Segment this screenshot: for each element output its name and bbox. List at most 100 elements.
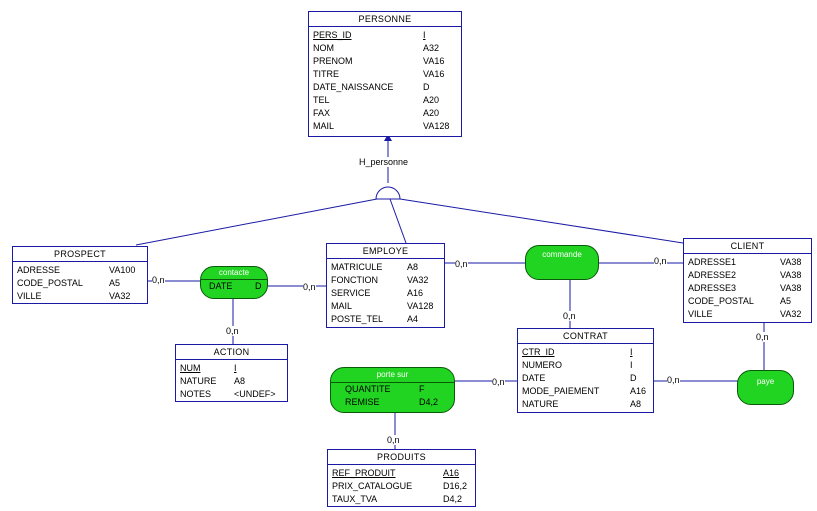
attribute-name: VILLE [688,309,713,319]
attribute-name: NUM [180,363,201,373]
attribute-row: DATE D [522,372,649,385]
cardinality-employe-commande: 0,n [455,259,468,269]
attribute-name: FONCTION [331,275,378,285]
attribute-row: CTR_ID I [522,346,649,359]
attribute-row: SERVICE A16 [331,287,440,300]
attribute-name: QUANTITE [345,384,391,394]
inheritance-label: H_personne [359,157,409,167]
inheritance-arrow [384,134,392,141]
attribute-type: F [419,384,425,394]
attribute-type: A5 [780,296,792,306]
attribute-name: DATE [522,373,546,383]
inheritance-symbol [375,186,401,200]
association-attribute-row: QUANTITE F [331,383,454,396]
attribute-type: A16 [443,468,460,478]
attribute-name: PRIX_CATALOGUE [332,481,413,491]
entity-title: EMPLOYE [327,244,444,259]
attribute-name: DATE_NAISSANCE [313,82,394,92]
association-name: commande [542,250,582,259]
attribute-type: VA38 [780,257,802,267]
cardinality-contrat-paye: 0,n [667,375,680,385]
attribute-type: VA128 [423,121,450,131]
cardinality-contrat-porte-sur: 0,n [492,377,505,387]
link-inheritance-employe [389,198,407,244]
attribute-type: A5 [109,278,121,288]
attribute-name: CODE_POSTAL [17,278,83,288]
attribute-name: PERS_ID [313,30,352,40]
attribute-type: A8 [234,376,246,386]
attribute-name: DATE [209,281,233,291]
attribute-name: NOTES [180,389,212,399]
attribute-name: CTR_ID [522,347,555,357]
association-attributes: DATE D [201,280,267,293]
attribute-row: NOTES <UNDEF> [180,388,283,401]
cardinality-client-paye: 0,n [756,332,769,342]
attribute-row: TAUX_TVA D4,2 [332,493,471,506]
attribute-name: REF_PRODUIT [332,468,396,478]
association-paye[interactable]: paye [737,370,794,405]
attribute-type: VA16 [423,56,445,66]
cardinality-produits-porte-sur: 0,n [387,435,400,445]
attribute-type: D [630,373,637,383]
association-name: porte sur [376,370,409,379]
attribute-row: REF_PRODUIT A16 [332,467,471,480]
attribute-type: D [255,281,262,291]
attribute-type: I [234,363,237,373]
attribute-name: ADRESSE3 [688,283,737,293]
attribute-name: MAIL [313,121,335,131]
attribute-name: NOM [313,43,334,53]
attribute-type: A20 [423,108,440,118]
attribute-type: <UNDEF> [234,389,276,399]
attribute-name: POSTE_TEL [331,314,384,324]
association-contacte[interactable]: contacte DATE D [200,266,268,299]
attribute-name: FAX [313,108,331,118]
attribute-name: TITRE [313,69,339,79]
association-name: contacte [218,268,250,277]
attribute-type: A16 [630,386,647,396]
attribute-row: CODE_POSTAL A5 [17,277,143,290]
attribute-type: VA32 [109,291,131,301]
link-inheritance-client [399,198,684,244]
attribute-name: TAUX_TVA [332,494,378,504]
attribute-name: SERVICE [331,288,371,298]
attribute-type: VA16 [423,69,445,79]
link-inheritance-prospect [135,198,378,246]
attribute-row: NUM I [180,362,283,375]
cardinality-action-contacte: 0,n [226,326,239,336]
attribute-name: ADRESSE [17,265,61,275]
association-commande[interactable]: commande [525,245,599,280]
entity-title: CLIENT [684,239,811,254]
entity-title: PERSONNE [309,12,461,27]
entity-title: ACTION [176,345,287,360]
attribute-type: A8 [630,399,642,409]
attribute-name: MODE_PAIEMENT [522,386,600,396]
attribute-type: D4,2 [443,494,463,504]
attribute-name: MAIL [331,301,353,311]
attribute-type: I [630,360,633,370]
attribute-type: I [630,347,633,357]
attribute-type: D4,2 [419,397,439,407]
attribute-row: FAX A20 [313,107,457,120]
attribute-type: A16 [407,288,424,298]
attribute-type: A32 [423,43,440,53]
